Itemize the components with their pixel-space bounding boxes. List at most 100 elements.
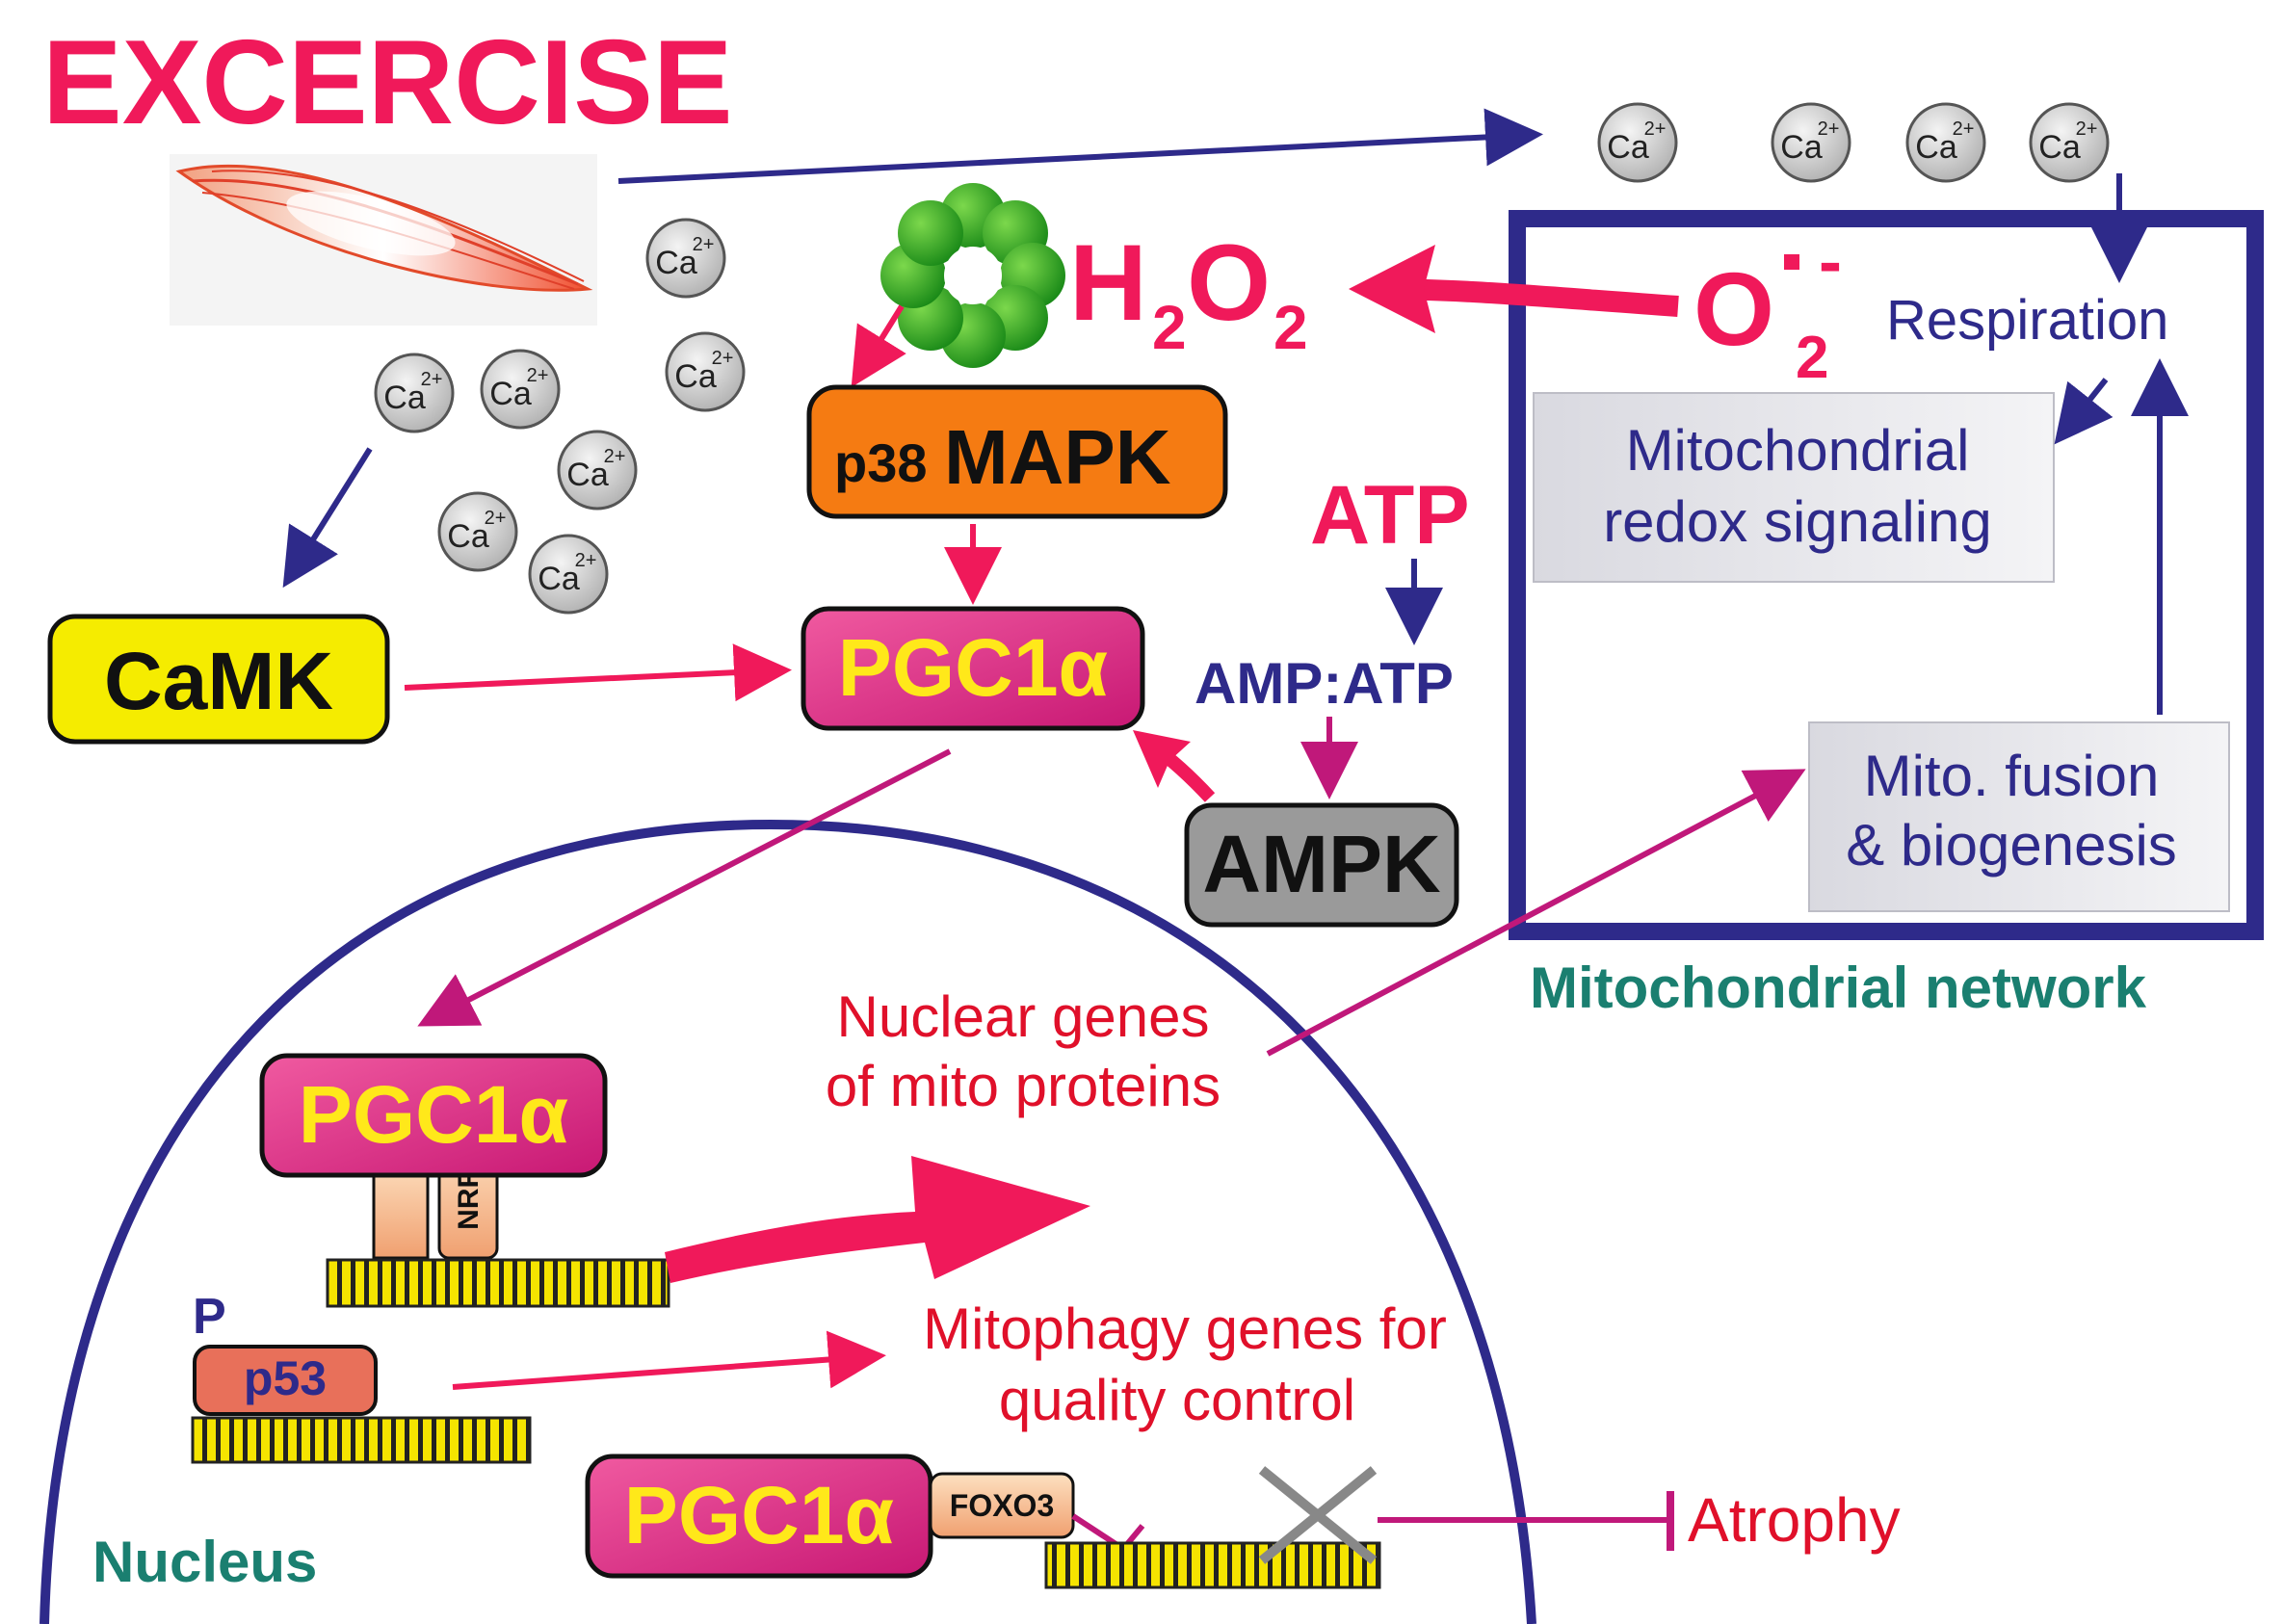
peroxiredoxin-ring-icon — [880, 183, 1065, 368]
svg-text:Ca: Ca — [383, 380, 426, 416]
p38mapk-box: p38 MAPK — [806, 384, 1228, 519]
svg-text:2+: 2+ — [693, 234, 715, 255]
atrophy-label: Atrophy — [1688, 1485, 1901, 1555]
calcium-ion: Ca 2+ — [665, 331, 746, 412]
svg-text:H: H — [1069, 223, 1147, 343]
inhibition-to-atrophy — [1378, 1491, 1674, 1551]
svg-text:Mitophagy genes for: Mitophagy genes for — [923, 1297, 1447, 1361]
svg-text:FOXO3: FOXO3 — [950, 1488, 1054, 1523]
calcium-ion: Ca 2+ — [557, 430, 638, 511]
svg-text:Ca: Ca — [489, 376, 532, 412]
calcium-ion: Ca 2+ — [528, 534, 609, 615]
mito-redox-signaling-box: Mitochondrial redox signaling — [1533, 392, 2055, 583]
title-excercise: EXCERCISE — [42, 16, 733, 149]
muscle-image — [170, 154, 597, 326]
svg-text:2: 2 — [1796, 325, 1828, 391]
svg-text:Ca: Ca — [1607, 129, 1649, 166]
arrow-p53-to-mitophagy — [452, 1330, 886, 1390]
arrow-peroxiredoxin-to-p38 — [851, 304, 906, 388]
amp-atp-ratio-label: AMP:ATP — [1195, 651, 1454, 716]
calcium-ion: Ca 2+ — [1771, 102, 1851, 183]
mitochondrial-network-label: Mitochondrial network — [1530, 956, 2147, 1020]
svg-text:PGC1α: PGC1α — [299, 1069, 568, 1160]
arrow-respiration-to-redox — [2054, 378, 2113, 445]
svg-text:PGC1α: PGC1α — [624, 1470, 894, 1560]
calcium-ion: Ca 2+ — [1905, 102, 1986, 183]
svg-text:Ca: Ca — [1780, 129, 1823, 166]
svg-text:2+: 2+ — [604, 446, 626, 467]
arrow-camk-to-pgc — [404, 643, 792, 702]
arrowhead-superoxide-to-h2o2 — [1349, 245, 1435, 333]
camk-box: CaMK — [47, 614, 390, 745]
dna-strand — [191, 1416, 532, 1464]
svg-text:NRF: NRF — [453, 1170, 485, 1230]
nucleus-label: Nucleus — [92, 1530, 317, 1594]
calcium-ion: Ca 2+ — [645, 218, 726, 299]
svg-text:Ca: Ca — [566, 457, 609, 493]
svg-text:p38: p38 — [834, 432, 928, 493]
calcium-ions: Ca 2+ Ca 2+ Ca 2+ Ca 2+ Ca 2+ Ca 2+ — [374, 102, 2110, 615]
calcium-ion: Ca 2+ — [437, 491, 518, 572]
superoxide-label: O 2 - — [1693, 223, 1842, 391]
svg-text:Ca: Ca — [2038, 129, 2081, 166]
svg-text:Nuclear genes: Nuclear genes — [837, 984, 1210, 1049]
svg-text:O: O — [1693, 250, 1774, 367]
svg-text:-: - — [1819, 223, 1842, 301]
calcium-ion: Ca 2+ — [2029, 102, 2110, 183]
svg-text:CaMK: CaMK — [104, 636, 333, 726]
dna-strand — [326, 1258, 670, 1308]
pgc1a-nrf-complex: NRF PGC1α — [259, 1053, 670, 1308]
calcium-ion: Ca 2+ — [1597, 102, 1678, 183]
svg-text:2+: 2+ — [2076, 118, 2098, 140]
svg-text:p53: p53 — [244, 1351, 327, 1405]
dna-strand — [1044, 1541, 1381, 1589]
svg-text:redox signaling: redox signaling — [1603, 489, 1992, 554]
svg-text:P: P — [193, 1289, 226, 1345]
svg-text:2+: 2+ — [527, 365, 549, 386]
arrow-pgc-to-nucleus — [417, 748, 952, 1027]
pgc1a-foxo3-complex: PGC1α FOXO3 — [585, 1454, 1075, 1579]
blocked-x-icon — [1258, 1466, 1378, 1564]
respiration-label: Respiration — [1886, 289, 2168, 352]
svg-text:2+: 2+ — [1818, 118, 1840, 140]
svg-text:Ca: Ca — [447, 518, 489, 555]
mitophagy-genes-label: Mitophagy genes for quality control — [923, 1297, 1447, 1432]
svg-text:of mito proteins: of mito proteins — [826, 1054, 1221, 1118]
pgc1a-main-box: PGC1α — [801, 606, 1145, 731]
svg-text:2+: 2+ — [421, 369, 443, 390]
svg-text:2+: 2+ — [1644, 118, 1667, 140]
svg-text:2: 2 — [1152, 293, 1187, 362]
arrowhead-ampk-to-pgc — [1133, 730, 1191, 788]
svg-text:Ca: Ca — [674, 358, 717, 395]
svg-text:Mito. fusion: Mito. fusion — [1864, 744, 2160, 808]
svg-text:PGC1α: PGC1α — [838, 622, 1108, 713]
svg-text:Ca: Ca — [1915, 129, 1957, 166]
mito-fusion-biogenesis-box: Mito. fusion & biogenesis — [1808, 721, 2230, 912]
svg-text:MAPK: MAPK — [944, 414, 1171, 500]
arrow-muscle-to-calcium — [617, 108, 1543, 184]
svg-text:O: O — [1187, 223, 1271, 343]
svg-text:2: 2 — [1273, 293, 1308, 362]
arrow-calcium-to-camk — [282, 447, 373, 589]
nucleus-membrane — [39, 819, 1536, 1624]
svg-text:Mitochondrial: Mitochondrial — [1626, 418, 1970, 483]
svg-text:2+: 2+ — [712, 348, 734, 369]
atp-label: ATP — [1310, 469, 1470, 562]
arrow-nrf-to-genes — [665, 1156, 1090, 1283]
svg-text:Ca: Ca — [655, 245, 697, 281]
calcium-ion: Ca 2+ — [374, 353, 455, 433]
h2o2-label: H 2 O 2 — [1069, 223, 1308, 362]
p53-complex: P p53 — [191, 1289, 532, 1464]
ampk-box: AMPK — [1184, 802, 1459, 928]
nuclear-genes-label: Nuclear genes of mito proteins — [826, 984, 1221, 1118]
svg-text:& biogenesis: & biogenesis — [1846, 813, 2177, 877]
svg-text:Ca: Ca — [538, 561, 580, 597]
svg-text:AMPK: AMPK — [1202, 819, 1440, 909]
svg-text:quality control: quality control — [999, 1368, 1355, 1432]
svg-text:2+: 2+ — [575, 550, 597, 571]
arrow-genes-to-fusion — [1266, 769, 1806, 1057]
svg-text:2+: 2+ — [485, 508, 507, 529]
svg-text:2+: 2+ — [1953, 118, 1975, 140]
calcium-ion: Ca 2+ — [480, 349, 561, 430]
